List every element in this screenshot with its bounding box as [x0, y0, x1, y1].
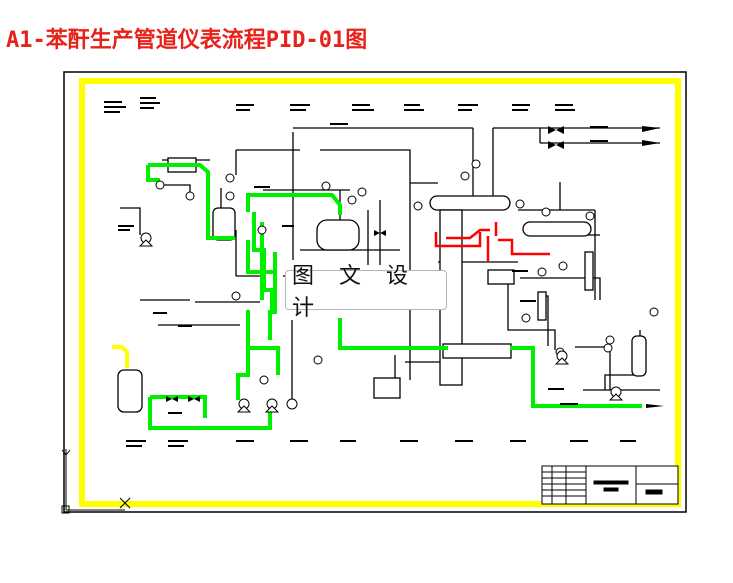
watermark-box: 图 文 设 计: [285, 264, 447, 321]
reactor-vessel: [429, 195, 511, 211]
ucs-icon: [61, 449, 131, 514]
red-hot-lines: [434, 222, 550, 262]
equipment: [117, 157, 647, 413]
column-2: [584, 251, 594, 291]
drawing-frame: [63, 71, 687, 513]
reboiler-tube: [537, 291, 547, 321]
condenser-vessel: [522, 221, 592, 237]
sump: [373, 377, 401, 399]
flash-drum: [316, 219, 360, 251]
header-notes: [104, 97, 575, 113]
storage-tank: [631, 335, 647, 377]
pumps: [138, 232, 624, 413]
feed-tank: [117, 369, 143, 413]
line-tags: [118, 123, 636, 447]
heat-exchanger: [442, 343, 512, 359]
separator: [212, 207, 236, 241]
border-band: [79, 78, 681, 507]
green-process-lines: [146, 163, 642, 430]
title-block: [541, 465, 679, 505]
receiver: [487, 269, 515, 285]
instrument-bubbles: [155, 159, 659, 385]
page-title: A1-苯酐生产管道仪表流程PID-01图: [6, 28, 368, 53]
feed-line: [112, 345, 129, 368]
valves: [166, 126, 664, 408]
